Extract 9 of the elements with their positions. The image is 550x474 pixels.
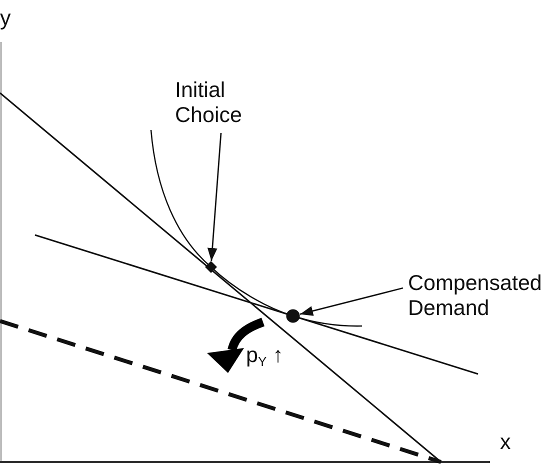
callout-text: Compensated Demand: [408, 271, 542, 321]
callout-text: Initial Choice: [175, 78, 242, 128]
price-label: p$_{Y}$ ↑: [246, 343, 284, 368]
point-marker: [205, 261, 217, 273]
axis-label: y: [0, 6, 11, 31]
point-dot: [286, 309, 300, 323]
axis-label: x: [500, 430, 511, 455]
leader-arrow: [300, 287, 404, 316]
leader-arrow: [207, 132, 222, 262]
